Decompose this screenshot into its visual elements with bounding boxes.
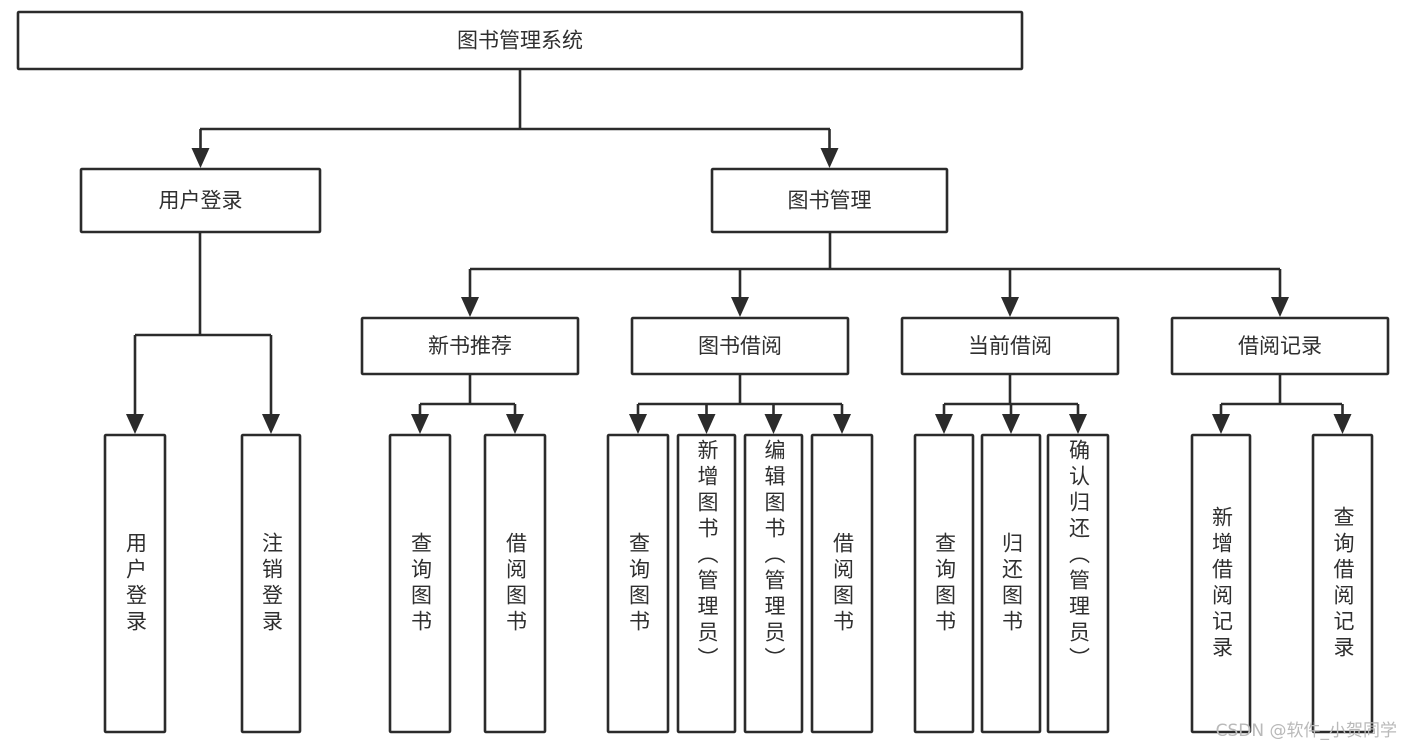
arrow-leaf-user-login (126, 414, 144, 434)
node-book-borrow-label: 图书借阅 (698, 334, 782, 358)
node-leaf-query-book-1[interactable] (388, 433, 452, 734)
node-leaf-logout-rect[interactable] (240, 433, 302, 734)
arrow-leaf-edit-book (764, 414, 783, 434)
node-leaf-query-loan-record-rect[interactable] (1311, 433, 1374, 734)
node-book-manage-rect[interactable] (710, 167, 949, 234)
node-leaf-add-book-rect[interactable] (676, 433, 737, 734)
watermark-text: CSDN @软件_小贺同学 (1215, 721, 1397, 741)
node-book-borrow-rect[interactable] (630, 316, 850, 376)
node-leaf-borrow-book-2[interactable] (810, 433, 874, 734)
node-user-login[interactable] (79, 167, 322, 234)
arrow-book-borrow (731, 297, 749, 317)
node-leaf-query-book-3[interactable] (913, 433, 975, 734)
arrow-leaf-borrow-book-2 (833, 414, 851, 434)
node-book-manage[interactable] (710, 167, 949, 234)
node-current-loan-rect[interactable] (900, 316, 1120, 376)
boxes-layer (16, 10, 1390, 734)
node-leaf-logout[interactable] (240, 433, 302, 734)
arrow-user-login (191, 148, 210, 168)
node-leaf-add-book[interactable] (676, 433, 737, 734)
node-root[interactable] (16, 10, 1024, 71)
node-leaf-query-loan-record[interactable] (1311, 433, 1374, 734)
arrow-leaf-query-book-2 (629, 414, 647, 434)
arrow-leaf-borrow-book-1 (506, 414, 524, 434)
node-loan-record-label: 借阅记录 (1238, 334, 1322, 358)
arrow-leaf-query-loan-record (1333, 414, 1352, 434)
node-current-loan-label: 当前借阅 (968, 334, 1052, 358)
arrow-leaf-add-book (697, 414, 716, 434)
arrow-leaf-add-loan-record (1212, 414, 1230, 434)
node-leaf-borrow-book-2-rect[interactable] (810, 433, 874, 734)
node-leaf-edit-book-rect[interactable] (743, 433, 804, 734)
node-root-label: 图书管理系统 (457, 29, 583, 53)
arrow-leaf-confirm-return (1069, 414, 1087, 434)
node-leaf-edit-book[interactable] (743, 433, 804, 734)
arrow-loan-record (1271, 297, 1289, 317)
node-leaf-add-loan-record[interactable] (1190, 433, 1252, 734)
node-leaf-user-login[interactable] (103, 433, 167, 734)
node-new-book-rec[interactable] (360, 316, 580, 376)
arrow-leaf-query-book-1 (411, 414, 429, 434)
node-book-borrow[interactable] (630, 316, 850, 376)
arrow-new-book-rec (461, 297, 479, 317)
arrow-book-manage (820, 148, 839, 168)
node-leaf-confirm-return-rect[interactable] (1046, 433, 1110, 734)
node-user-login-label: 用户登录 (159, 189, 243, 213)
node-leaf-return-book[interactable] (980, 433, 1042, 734)
node-leaf-confirm-return[interactable] (1046, 433, 1110, 734)
connectors-layer (126, 69, 1352, 434)
node-new-book-rec-label: 新书推荐 (428, 334, 512, 358)
node-leaf-query-book-2[interactable] (606, 433, 670, 734)
arrow-leaf-logout (262, 414, 280, 434)
arrow-current-loan (1001, 297, 1019, 317)
node-current-loan[interactable] (900, 316, 1120, 376)
node-loan-record-rect[interactable] (1170, 316, 1390, 376)
node-user-login-rect[interactable] (79, 167, 322, 234)
node-loan-record[interactable] (1170, 316, 1390, 376)
node-leaf-user-login-rect[interactable] (103, 433, 167, 734)
node-leaf-add-loan-record-rect[interactable] (1190, 433, 1252, 734)
arrow-leaf-query-book-3 (935, 414, 953, 434)
node-leaf-return-book-rect[interactable] (980, 433, 1042, 734)
node-new-book-rec-rect[interactable] (360, 316, 580, 376)
node-leaf-query-book-1-rect[interactable] (388, 433, 452, 734)
node-book-manage-label: 图书管理 (788, 189, 872, 213)
node-leaf-borrow-book-1-rect[interactable] (483, 433, 547, 734)
node-leaf-query-book-3-rect[interactable] (913, 433, 975, 734)
node-root-rect[interactable] (16, 10, 1024, 71)
node-leaf-borrow-book-1[interactable] (483, 433, 547, 734)
arrow-leaf-return-book (1002, 414, 1020, 434)
node-leaf-query-book-2-rect[interactable] (606, 433, 670, 734)
